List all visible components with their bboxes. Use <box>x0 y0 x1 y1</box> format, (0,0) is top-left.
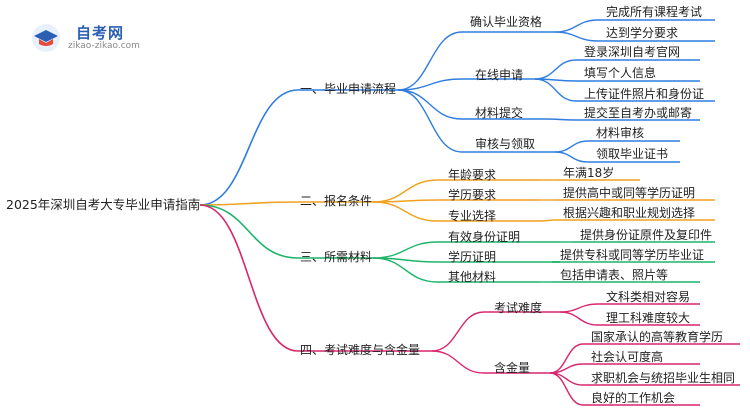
edge-topic-4-1-to-leaf-2 <box>559 311 599 326</box>
branch-node-4: 四、考试难度与含金量 <box>300 343 421 357</box>
edge-branch-1-to-topic-2 <box>397 78 463 91</box>
edge-branch-3-to-topic-3 <box>372 257 439 283</box>
edge-branch-3-to-topic-1 <box>372 241 439 259</box>
leaf-node-4-2-3: 求职机会与统招毕业生相同 <box>591 371 736 385</box>
edge-branch-2-to-topic-3 <box>372 201 439 222</box>
edge-topic-1-4-to-leaf-1 <box>554 140 589 153</box>
edge-topic-1-2-to-leaf-3 <box>534 78 577 102</box>
topic-node-2-1: 年龄要求 <box>448 168 497 182</box>
edge-topic-2-3-to-leaf-1 <box>539 219 556 222</box>
edge-topic-4-1-to-leaf-1 <box>559 303 599 313</box>
edge-branch-2-to-topic-1 <box>372 179 439 203</box>
graduation-cap-icon <box>32 24 60 52</box>
root-node: 2025年深圳自考大专毕业申请指南 <box>6 197 201 212</box>
branch-node-2: 二、报名条件 <box>300 194 373 208</box>
logo-url: zikao-zikao.com <box>68 41 140 51</box>
edge-topic-1-1-to-leaf-1 <box>554 19 599 33</box>
edge-branch-4-to-topic-1 <box>431 311 485 352</box>
edge-root-to-branch-3 <box>199 204 299 259</box>
leaf-node-1-4-1: 材料审核 <box>596 126 645 140</box>
topic-node-3-2: 学历证明 <box>448 250 497 264</box>
edge-topic-1-2-to-leaf-1 <box>534 59 577 80</box>
leaf-node-1-3-1: 提交至自考办或邮寄 <box>584 106 693 120</box>
site-logo[interactable]: 自考网 zikao-zikao.com <box>30 20 170 56</box>
branch-node-3: 三、所需材料 <box>300 250 373 264</box>
edge-topic-4-2-to-leaf-4 <box>549 372 584 406</box>
leaf-node-1-2-1: 登录深圳自考官网 <box>584 45 681 59</box>
leaf-node-4-2-1: 国家承认的高等教育学历 <box>591 330 724 344</box>
leaf-node-4-2-2: 社会认可度高 <box>591 350 664 364</box>
leaf-node-3-1-1: 提供身份证原件及复印件 <box>580 228 713 242</box>
leaf-node-1-2-3: 上传证件照片和身份证 <box>584 87 705 101</box>
topic-node-1-4: 审核与领取 <box>475 137 536 151</box>
edge-branch-1-to-topic-1 <box>397 31 463 91</box>
leaf-node-1-2-2: 填写个人信息 <box>584 66 657 80</box>
branch-node-1: 一、毕业申请流程 <box>300 82 397 96</box>
leaf-node-2-2-1: 提供高中或同等学历证明 <box>563 186 696 200</box>
leaf-node-1-1-1: 完成所有课程考试 <box>606 5 703 19</box>
leaf-node-1-4-2: 领取毕业证书 <box>596 147 669 161</box>
edge-topic-1-4-to-leaf-2 <box>554 151 589 163</box>
topic-node-3-3: 其他材料 <box>448 270 497 284</box>
edge-root-to-branch-4 <box>199 204 299 352</box>
topic-node-1-2: 在线申请 <box>475 68 524 82</box>
edge-branch-1-to-topic-4 <box>397 89 463 153</box>
edge-branch-1-to-topic-3 <box>397 89 463 120</box>
edge-root-to-branch-2 <box>199 201 299 206</box>
topic-node-2-3: 专业选择 <box>448 209 497 223</box>
leaf-node-4-1-1: 文科类相对容易 <box>606 290 691 304</box>
leaf-node-4-1-2: 理工科难度较大 <box>606 311 691 325</box>
edge-branch-4-to-topic-2 <box>431 350 485 374</box>
leaf-node-3-2-1: 提供专科或同等学历毕业证 <box>560 248 705 262</box>
topic-node-2-2: 学历要求 <box>448 188 497 202</box>
leaf-node-4-2-4: 良好的工作机会 <box>591 391 676 405</box>
topic-node-4-1: 考试难度 <box>494 301 543 315</box>
topic-node-3-1: 有效身份证明 <box>448 230 521 244</box>
edge-topic-1-3-to-leaf-1 <box>544 118 577 121</box>
topic-node-1-1: 确认毕业资格 <box>470 15 543 29</box>
edge-topic-1-1-to-leaf-2 <box>554 31 599 42</box>
leaf-node-2-3-1: 根据兴趣和职业规划选择 <box>563 206 696 220</box>
topic-node-1-3: 材料提交 <box>475 106 524 120</box>
topic-node-4-2: 含金量 <box>494 361 531 375</box>
logo-title: 自考网 <box>76 24 125 42</box>
leaf-node-2-1-1: 年满18岁 <box>563 166 615 180</box>
leaf-node-1-1-2: 达到学分要求 <box>606 26 679 40</box>
edge-root-to-branch-1 <box>199 89 299 206</box>
leaf-node-3-3-1: 包括申请表、照片等 <box>560 268 669 282</box>
